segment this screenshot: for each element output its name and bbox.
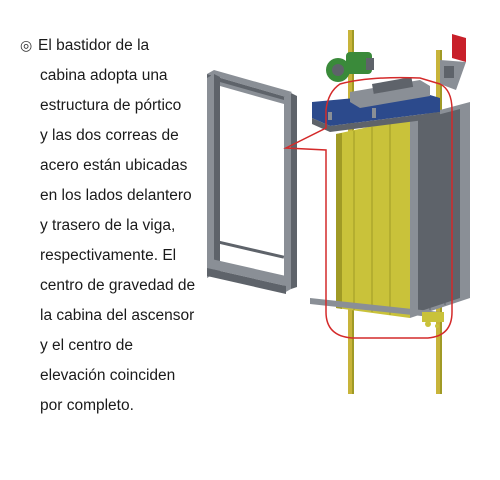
description-line-5: en los lados delantero <box>40 187 192 204</box>
description-line-11: elevación coinciden <box>40 367 176 384</box>
car-top-equipment <box>350 77 430 108</box>
description-text: ◎El bastidor de la cabina adopta una est… <box>20 31 220 421</box>
description-line-4: acero están ubicadas <box>40 157 188 174</box>
description-line-9: la cabina del ascensor <box>40 307 195 324</box>
traction-motor <box>326 52 374 82</box>
description-line-6: y trasero de la viga, <box>40 217 176 234</box>
description-line-2: estructura de pórtico <box>40 97 182 114</box>
description-line-3: y las dos correas de <box>40 127 179 144</box>
safety-gear-component <box>440 34 466 90</box>
callout-highlight <box>283 76 453 339</box>
cabin-front-panels <box>336 118 410 318</box>
elevator-cabin-illustration <box>207 30 470 394</box>
cabin-platform <box>310 298 444 328</box>
description-line-12: por completo. <box>40 397 134 414</box>
crosshead-beam <box>312 92 440 132</box>
portal-frame <box>207 70 297 294</box>
description-line-8: centro de gravedad de <box>40 277 196 294</box>
description-line-1: cabina adopta una <box>40 67 168 84</box>
description-line-7: respectivamente. El <box>40 247 177 264</box>
bullet-icon: ◎ <box>20 38 33 54</box>
cabin-side-wall <box>410 102 470 318</box>
description-line-0: ◎El bastidor de la <box>20 31 220 61</box>
description-line-10: y el centro de <box>40 337 134 354</box>
